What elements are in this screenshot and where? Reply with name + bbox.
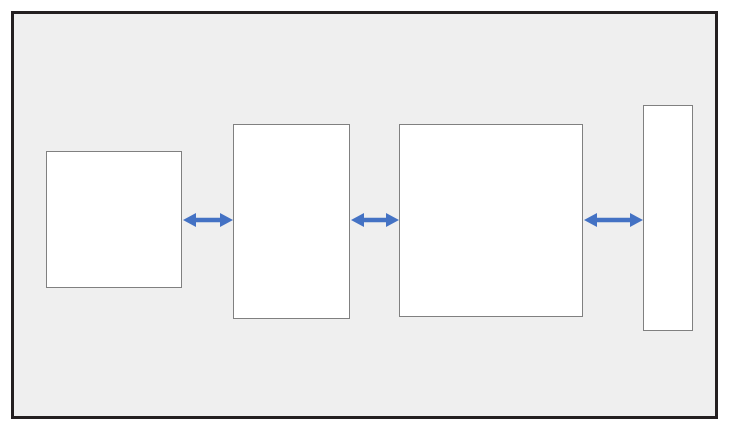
double-arrow-horizontal-icon[interactable] <box>584 210 643 230</box>
outer-frame <box>11 11 718 419</box>
diagram-block-1[interactable] <box>46 151 182 288</box>
diagram-stage <box>14 14 721 422</box>
diagram-block-3[interactable] <box>399 124 583 317</box>
diagram-block-2[interactable] <box>233 124 350 319</box>
diagram-block-4[interactable] <box>643 105 693 331</box>
double-arrow-horizontal-icon[interactable] <box>183 210 233 230</box>
double-arrow-horizontal-icon[interactable] <box>351 210 399 230</box>
